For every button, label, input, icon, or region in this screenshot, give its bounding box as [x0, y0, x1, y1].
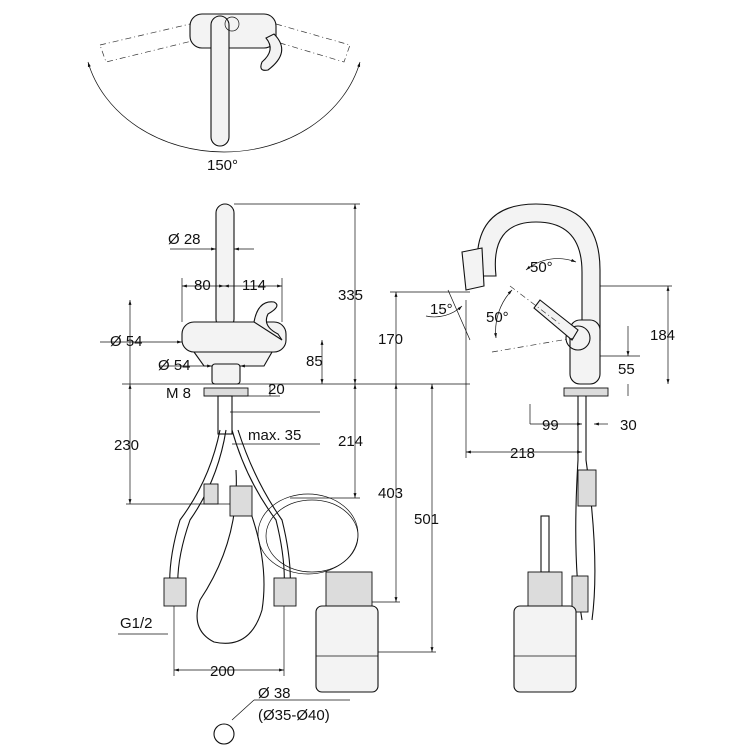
- label-base-dia: Ø 54: [158, 357, 191, 374]
- label-max-35: max. 35: [248, 427, 301, 444]
- label-thread: M 8: [166, 385, 191, 402]
- front-hose-coil-2: [265, 499, 359, 573]
- side-filter-cartridge: [513, 605, 577, 693]
- label-height-55: 55: [618, 361, 635, 378]
- side-filter-head: [527, 571, 563, 607]
- top-spout: [210, 15, 230, 147]
- label-offset-114: 114: [242, 277, 266, 294]
- side-fitting: [571, 575, 589, 613]
- front-spout: [215, 203, 235, 329]
- front-filter-cartridge: [315, 605, 379, 693]
- label-depth-501: 501: [414, 511, 439, 528]
- label-reach-99: 99: [542, 417, 559, 434]
- label-base-20: 20: [268, 381, 285, 398]
- label-hole-range: (Ø35-Ø40): [258, 707, 330, 724]
- side-dimensions: [465, 285, 672, 458]
- side-spray-head: [461, 247, 485, 291]
- label-offset-80: 80: [194, 277, 211, 294]
- front-view: [122, 203, 470, 693]
- side-body: [569, 319, 601, 385]
- front-hose-left-2: [177, 429, 227, 591]
- front-dimensions: [100, 203, 470, 745]
- labels: 150° Ø 28 80 114 335 Ø 54 Ø 54 85 170 M …: [110, 157, 675, 724]
- front-fitting-right: [273, 577, 297, 607]
- front-mount: [203, 387, 249, 397]
- side-lever: [533, 299, 579, 341]
- label-connection: G1/2: [120, 615, 153, 632]
- label-depth-403: 403: [378, 485, 403, 502]
- front-lever: [253, 301, 283, 341]
- swivel-arc: [87, 61, 361, 153]
- label-reach-218: 218: [510, 445, 535, 462]
- label-offset-30: 30: [620, 417, 637, 434]
- top-view: [87, 13, 361, 153]
- label-width-200: 200: [210, 663, 235, 680]
- label-height-85: 85: [306, 353, 323, 370]
- label-hose-230: 230: [114, 437, 139, 454]
- front-fitting-left: [163, 577, 187, 607]
- swivel-ghost-right: [269, 23, 351, 63]
- front-hose-loop: [196, 469, 265, 644]
- side-mount: [563, 387, 609, 397]
- label-angle-50-lever: 50°: [486, 309, 509, 326]
- front-hose-left: [169, 429, 221, 591]
- label-angle-50-top: 50°: [530, 259, 553, 276]
- front-stud: [217, 395, 233, 435]
- front-base: [211, 363, 241, 385]
- label-swivel: 150°: [207, 157, 238, 174]
- label-height-335: 335: [338, 287, 363, 304]
- front-body: [181, 321, 287, 353]
- label-height-184: 184: [650, 327, 675, 344]
- side-view: [425, 203, 609, 693]
- top-lever: [260, 33, 283, 71]
- mounting-hole: [213, 723, 235, 745]
- side-filter-pipe: [540, 515, 550, 573]
- label-angle-15: 15°: [430, 301, 453, 318]
- side-hub: [565, 325, 591, 351]
- swivel-ghost-left: [99, 23, 197, 63]
- label-body-dia: Ø 54: [110, 333, 143, 350]
- label-height-170: 170: [378, 331, 403, 348]
- top-hub: [224, 16, 240, 32]
- front-valve: [229, 485, 253, 517]
- front-hose-right-2: [237, 429, 291, 591]
- front-filter-head: [325, 571, 373, 607]
- label-depth-214: 214: [338, 433, 363, 450]
- label-hole-dia: Ø 38: [258, 685, 291, 702]
- front-clip: [203, 483, 219, 505]
- label-spout-dia: Ø 28: [168, 231, 201, 248]
- side-valve: [577, 469, 597, 507]
